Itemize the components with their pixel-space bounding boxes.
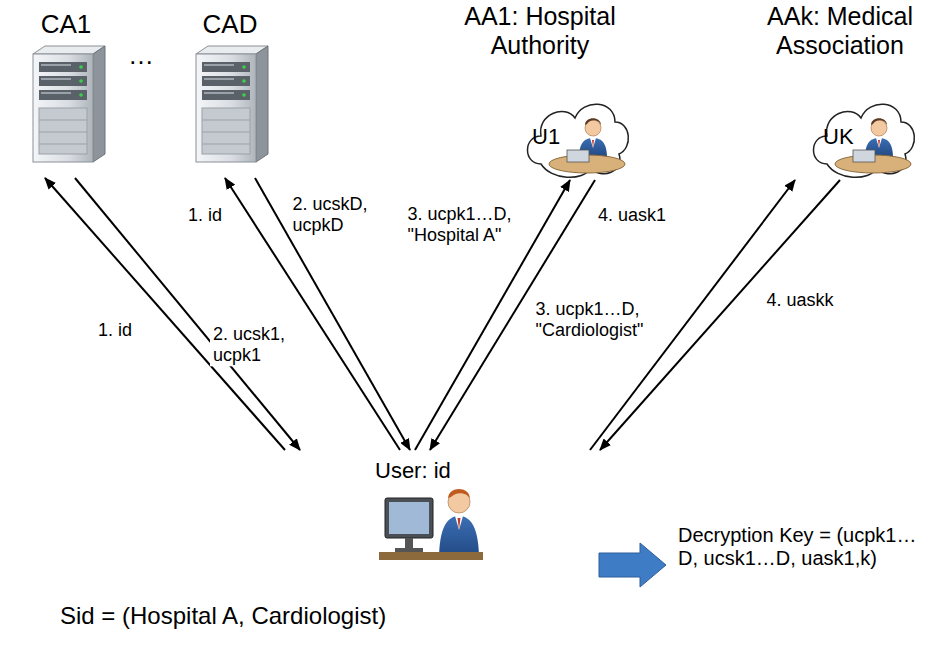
computer-user-icon — [379, 489, 483, 560]
attribute-set: Sid = (Hospital A, Cardiologist) — [60, 602, 386, 630]
arrow-line — [225, 178, 400, 450]
server-title: CA1 — [20, 10, 112, 40]
ca-server: CA1 — [20, 8, 116, 178]
cloud-user-label: UK — [823, 124, 854, 149]
attribute-authority: AA1: Hospital AuthorityU1 — [440, 0, 644, 180]
server-icon — [33, 46, 105, 162]
arrow-line — [255, 178, 410, 450]
cloud-user-label: U1 — [532, 124, 560, 149]
decryption-key-text: Decryption Key = (ucpk1…D, ucsk1…D, uask… — [678, 524, 926, 570]
server-icon — [196, 46, 268, 162]
edge-label: 4. uaskk — [763, 289, 836, 312]
arrow-line — [45, 178, 285, 450]
edge-label: 3. ucpk1…D, "Hospital A" — [405, 203, 526, 246]
decryption-key: Decryption Key = (ucpk1…D, ucsk1…D, uask… — [672, 520, 930, 610]
edge-label: 2. ucsk1, ucpk1 — [210, 323, 306, 366]
cloud-person-icon — [528, 104, 629, 177]
user: User: id Sid = (Hospital A, Cardiologist) — [50, 450, 595, 640]
arrow-line — [75, 178, 300, 450]
block-arrow — [599, 543, 666, 587]
user-id: User: id — [375, 458, 451, 483]
cloud-person-icon — [814, 104, 915, 177]
edge-label: 4. uask1 — [595, 204, 669, 227]
edge-label: 3. ucpk1…D, "Cardiologist" — [533, 298, 664, 341]
ellipsis-label: … — [128, 40, 154, 71]
edge-label: 1. id — [185, 204, 225, 227]
authority-title: AAk: Medical Association — [745, 2, 935, 60]
edge-label: 2. ucskD, ucpkD — [290, 193, 391, 236]
server-title: CAD — [184, 10, 276, 40]
ca-server: CAD — [184, 8, 280, 178]
authority-title: AA1: Hospital Authority — [440, 2, 640, 60]
edge-label: 1. id — [95, 319, 135, 342]
attribute-authority: AAk: Medical AssociationUK — [745, 0, 938, 180]
